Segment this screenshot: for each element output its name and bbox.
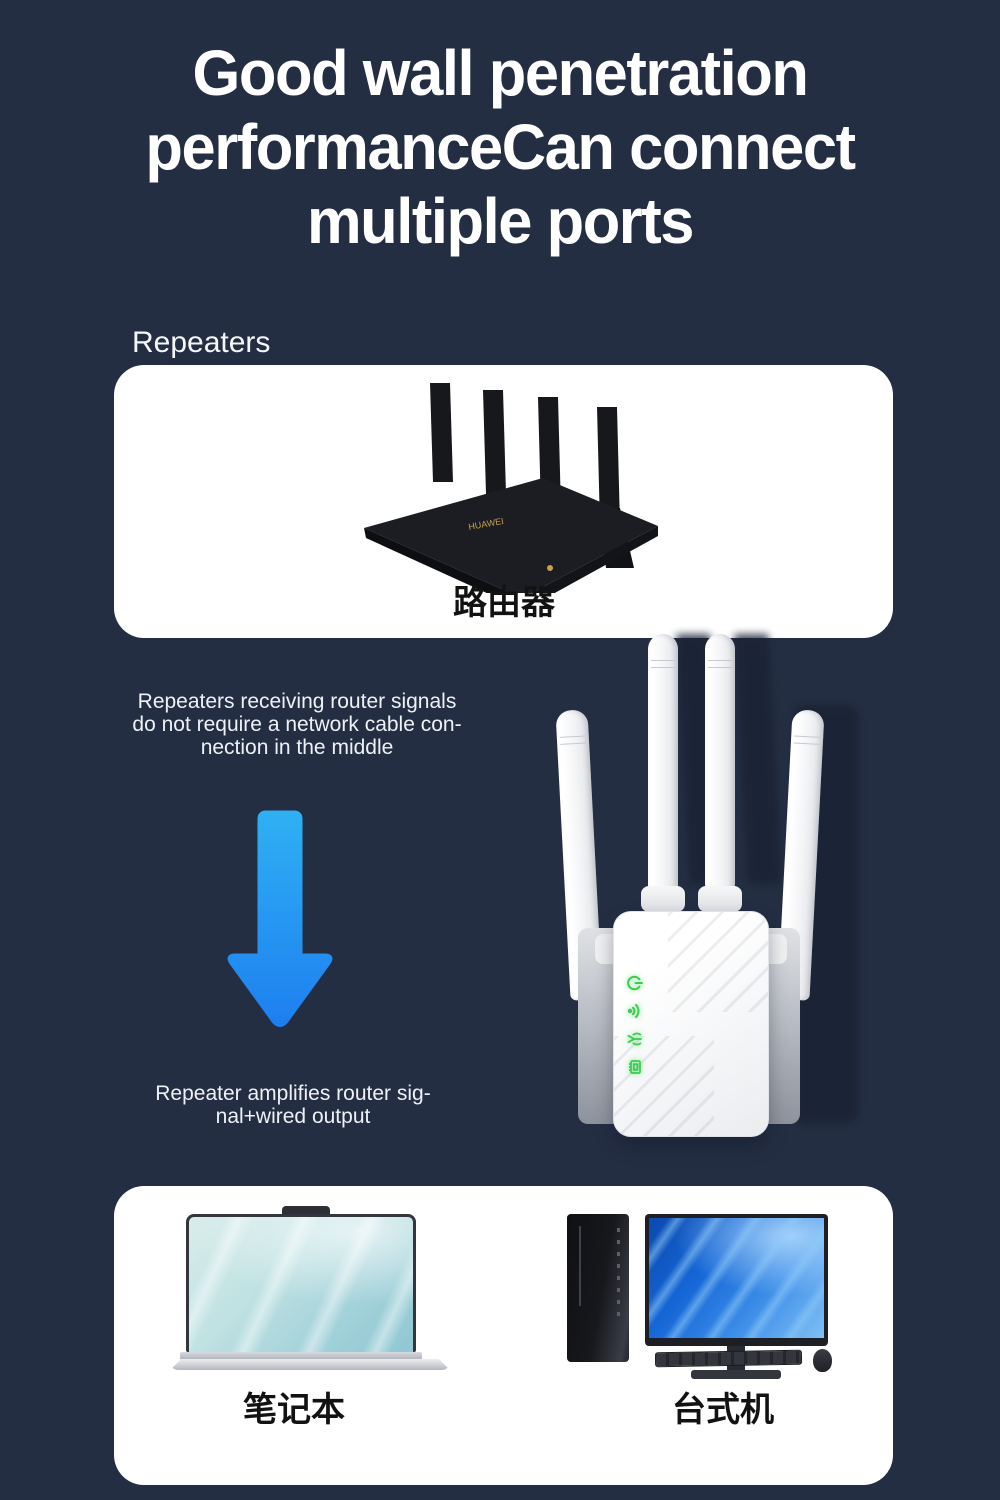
laptop-label: 笔记本	[243, 1391, 345, 1429]
power-led-icon	[626, 974, 644, 992]
flow-step1-text: Repeaters receiving router signals do no…	[132, 690, 462, 759]
body-texture	[614, 1036, 714, 1136]
desktop-tower-image	[567, 1214, 629, 1362]
desktop-label: 台式机	[672, 1391, 774, 1429]
laptop-base	[170, 1359, 450, 1370]
router-card: HUAWEI 路由器	[114, 365, 893, 638]
monitor-image	[645, 1214, 828, 1346]
page-title: Good wall penetration performanceCan con…	[145, 37, 856, 257]
keyboard-icon	[654, 1349, 803, 1368]
router-antenna-icon	[597, 407, 620, 526]
router-image: HUAWEI	[364, 383, 658, 593]
signal-led-icon	[626, 1030, 644, 1048]
router-status-led-icon	[547, 565, 553, 571]
laptop-camera-notch	[282, 1206, 330, 1216]
repeater-shadow	[734, 634, 782, 884]
repeater-image	[555, 634, 885, 1194]
repeater-antenna-icon	[648, 634, 678, 892]
monitor-base	[691, 1370, 781, 1379]
mouse-icon	[813, 1349, 832, 1372]
laptop-hinge	[180, 1352, 422, 1360]
ethernet-led-icon	[626, 1058, 644, 1076]
repeaters-section-label: Repeaters	[132, 326, 271, 359]
router-label: 路由器	[453, 584, 555, 622]
laptop-image	[186, 1214, 416, 1352]
router-antenna-icon	[430, 383, 453, 482]
antenna-hinge	[641, 886, 685, 912]
wifi-led-icon	[626, 1002, 644, 1020]
devices-card: 笔记本 台式机	[114, 1186, 893, 1485]
tower-slot	[579, 1226, 581, 1306]
tower-ports	[617, 1228, 620, 1324]
repeater-body	[613, 911, 769, 1137]
down-arrow-icon	[227, 810, 333, 1027]
led-indicators	[626, 974, 644, 1076]
router-antenna-icon	[483, 390, 506, 494]
body-texture	[668, 912, 768, 1012]
repeater-antenna-icon	[705, 634, 735, 890]
monitor-screen	[649, 1218, 824, 1338]
antenna-hinge	[698, 886, 742, 912]
flow-step2-text: Repeater amplifies router sig- nal+wired…	[155, 1082, 431, 1128]
